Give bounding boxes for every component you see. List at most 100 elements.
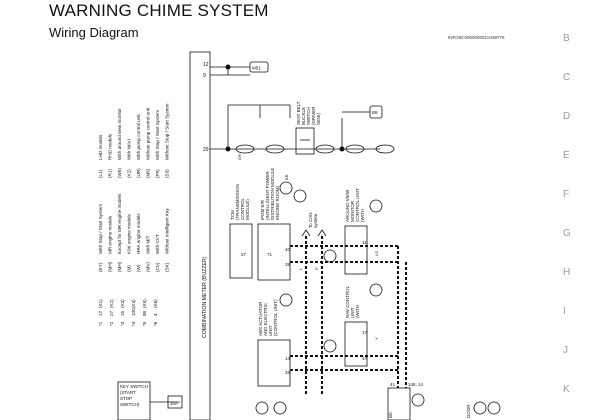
pin-29: 29 (203, 147, 209, 153)
legend-right-text: RHD models (108, 133, 113, 160)
conn-bottom-4 (473, 401, 487, 415)
around-view-label-4: (WITH (360, 209, 365, 222)
combination-meter-label: COMBINATION METER (BUZZER) (202, 256, 208, 338)
info-id: INFOID:0000000010438775 (448, 35, 505, 40)
grid-letter-g: G (563, 228, 571, 239)
legend-number-mark: *1 (98, 321, 103, 326)
legend-left-symbol: (MH) (117, 261, 122, 272)
key-switch-label-1: KEY SWITCH (120, 384, 148, 389)
legend-right-symbol: (UR) (136, 168, 141, 178)
key-switch-label-3: STOP (120, 396, 132, 401)
around-view-label-3: CONTROL UNIT (355, 188, 360, 222)
abs-label-3: UNIT (268, 325, 273, 336)
legend-left-symbol: (CV) (155, 262, 160, 272)
wire-l: L (298, 267, 303, 270)
legend-number-value: 100 (131, 308, 136, 316)
seat-belt-label-3: SWITCH (306, 107, 311, 125)
legend-right-text: Without pump control unit (146, 107, 151, 160)
tcm-label-2: (TRANSMISSION (235, 184, 240, 220)
pin-39: 39 (285, 262, 291, 267)
legend: (L1)LHD models(R1)RHD models(W5)With aro… (98, 103, 170, 326)
nav-label-2: UNIT (350, 307, 355, 318)
pin-47: 47 (362, 356, 368, 361)
conn-bottom-1 (255, 401, 269, 415)
legend-number-code: (K4) (131, 299, 136, 308)
pin-27: 27 (241, 252, 247, 257)
legend-right-symbol: (S3) (165, 169, 170, 178)
wire-p: P (314, 267, 319, 270)
to-can-label-1: To CAN (308, 212, 313, 228)
connector-oval-4 (345, 144, 365, 154)
legend-left-text: Except for MR engine models (117, 193, 122, 254)
legend-number-value: 4 (153, 313, 158, 316)
wire-lg: LG (374, 251, 379, 256)
legend-left-text: K9K engine models (127, 213, 132, 254)
tcm-label-4: MODULE) (245, 199, 250, 220)
pin-71: 71 (267, 252, 273, 257)
seat-belt-label-5: SIDE) (316, 112, 321, 125)
seat-belt-label-2: BUCKLE (301, 107, 306, 125)
nav-box (344, 321, 368, 367)
legend-right-text: With NAVI (127, 139, 132, 160)
around-view-box (344, 225, 368, 275)
conn-circle-7 (323, 339, 337, 353)
wire-gr: GR (237, 154, 242, 160)
bk-label: BK (388, 412, 393, 418)
label-b6: B6 (372, 110, 378, 115)
nav-label-1: NAV CONTROL (345, 285, 350, 318)
conn-bottom-2 (273, 401, 287, 415)
legend-left-symbol: (MH) (108, 261, 113, 272)
key-switch-box (117, 381, 151, 420)
legend-left-symbol: (M) (127, 265, 132, 272)
seat-belt-label-4: (DRIVER (311, 106, 316, 125)
abs-label-4: (CONTROL UNIT) (273, 299, 278, 336)
pin-41: 41 (390, 382, 396, 387)
junction-dot-3 (339, 146, 345, 152)
pin-14: 14 (285, 356, 291, 361)
legend-left-symbol: (EY) (98, 262, 103, 272)
legend-number-code: (K6) (153, 299, 158, 308)
legend-right-symbol: (R1) (108, 169, 113, 178)
connector-oval-5 (375, 144, 395, 154)
ipdm-label-3: DISTRIBUTION MODULE (270, 168, 275, 220)
legend-number-code: (K2) (109, 299, 114, 308)
legend-left-symbol: (SK) (165, 262, 170, 272)
legend-number-mark: *2 (109, 321, 114, 326)
conn-circle-1 (279, 181, 293, 195)
wire-y: Y (374, 337, 379, 340)
legend-number-mark: *4 (131, 321, 136, 326)
legend-right-text: Without Stop / Start System (165, 103, 170, 160)
around-view-label-2: MONITOR (350, 200, 355, 222)
ipdm-box (257, 223, 291, 281)
grid-letter-c: C (563, 72, 571, 83)
legend-number-code: (K3) (120, 299, 125, 308)
grid-letter-k: K (563, 384, 570, 395)
pin-11: 11 (362, 240, 367, 245)
conn-circle-6 (323, 249, 337, 263)
legend-right-symbol: (K2) (127, 169, 132, 178)
junction-dot-2 (225, 146, 231, 152)
page-subtitle: Wiring Diagram (49, 25, 139, 40)
conn-circle-3 (369, 199, 383, 213)
pin-17: 17 (362, 330, 368, 335)
label-m51: M51 (252, 66, 261, 71)
to-can-arrow-1 (301, 229, 311, 237)
door-label: DOOR (466, 404, 471, 418)
fuse-10a (167, 395, 183, 409)
tcm-label-1: TCM (230, 210, 235, 220)
legend-left-symbol: (W) (136, 264, 141, 272)
conn-circle-4 (369, 283, 383, 297)
legend-number-code: (K1) (98, 299, 103, 308)
around-view-label-1: AROUND VIEW (345, 189, 350, 222)
grid-letter-e: E (563, 150, 570, 161)
legend-number-value: 17 (98, 310, 103, 316)
conn-circle-5 (293, 189, 307, 203)
legend-number-mark: *5 (142, 321, 147, 326)
legend-number-code: (K5) (142, 299, 147, 308)
grid-letter-d: D (563, 111, 571, 122)
connector-oval-3 (315, 144, 335, 154)
legend-right-symbol: (L1) (98, 169, 103, 178)
legend-number-value: 88 (142, 310, 147, 316)
